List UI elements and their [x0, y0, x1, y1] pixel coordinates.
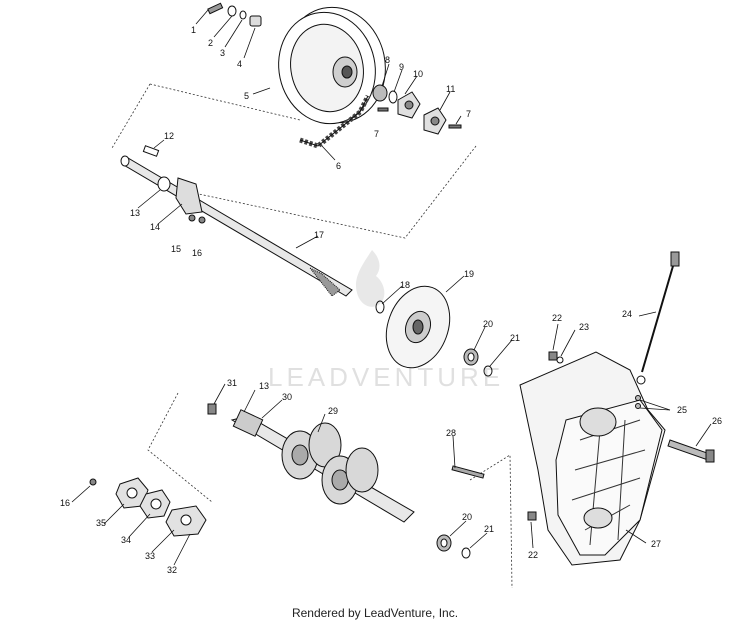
sprocket-left — [281, 422, 342, 480]
dipstick-24 — [636, 251, 680, 385]
callout-19: 19 — [464, 269, 474, 279]
callout-13-top: 13 — [130, 208, 140, 218]
callout-17: 17 — [314, 230, 324, 240]
callout-33: 33 — [145, 551, 155, 561]
washer-3 — [239, 10, 247, 20]
callout-15: 15 — [171, 244, 181, 254]
callout-24: 24 — [622, 309, 632, 319]
bolt-28 — [451, 465, 485, 479]
callout-5: 5 — [244, 91, 249, 101]
nut-16 — [198, 216, 206, 224]
bearing-20-21-top — [463, 348, 493, 377]
nut-22b — [527, 511, 537, 521]
callout-16-bottom: 16 — [60, 498, 70, 508]
callout-22-top: 22 — [552, 313, 562, 323]
callout-31: 31 — [227, 378, 237, 388]
key-12 — [142, 145, 160, 157]
callout-7-right: 7 — [466, 109, 471, 119]
lower-left-boundary — [147, 392, 213, 503]
chaincase-housing-27 — [519, 351, 666, 566]
callout-11: 11 — [446, 84, 455, 94]
callout-1: 1 — [191, 25, 196, 35]
callout-23: 23 — [579, 322, 589, 332]
drain-plug-22a — [548, 351, 558, 361]
callout-6: 6 — [336, 161, 341, 171]
washer-23 — [556, 356, 564, 364]
seal-9 — [388, 90, 398, 104]
pulley-bore — [341, 65, 353, 79]
shaft-bearing-14 — [157, 176, 206, 224]
callout-26: 26 — [712, 416, 722, 426]
nut-16-lower — [89, 478, 97, 486]
callout-28: 28 — [446, 428, 456, 438]
upper-boundary-3 — [179, 145, 477, 239]
jackshaft-assembly-29-30 — [207, 403, 415, 523]
bolt-31 — [207, 403, 217, 415]
footer-credit: Rendered by LeadVenture, Inc. — [291, 606, 459, 620]
bolt-1 — [207, 2, 224, 15]
callout-20-bottom: 20 — [462, 512, 472, 522]
nut-15 — [188, 214, 196, 222]
callout-30: 30 — [282, 392, 292, 402]
watermark-flame-icon — [355, 250, 385, 307]
callout-16-top: 16 — [192, 248, 202, 258]
callout-10: 10 — [413, 69, 423, 79]
callout-29: 29 — [328, 406, 338, 416]
watermark-text: LEADVENTURE — [268, 362, 504, 392]
lower-flanges-32-35 — [89, 477, 207, 537]
bearing-8 — [372, 84, 388, 102]
bolt-7b — [448, 124, 462, 129]
upper-boundary-2 — [149, 83, 301, 121]
drive-chain — [299, 94, 371, 149]
callout-32: 32 — [167, 565, 177, 575]
drive-shaft-17 — [120, 145, 353, 297]
bearing-20-21-bottom — [436, 465, 485, 559]
spacer-4 — [249, 15, 262, 27]
callout-35: 35 — [96, 518, 106, 528]
callout-9: 9 — [399, 62, 404, 72]
callout-labels: 1 2 3 4 5 6 7 7 8 9 10 11 12 13 14 15 16… — [60, 25, 722, 575]
callout-2: 2 — [208, 38, 213, 48]
small-hardware-top — [207, 2, 462, 135]
callout-22-bottom: 22 — [528, 550, 538, 560]
callout-27: 27 — [651, 539, 661, 549]
callout-21-top: 21 — [510, 333, 520, 343]
callout-7-left: 7 — [374, 129, 379, 139]
callout-8: 8 — [385, 55, 390, 65]
callout-12: 12 — [164, 131, 174, 141]
leader-lines — [71, 9, 712, 566]
callout-34: 34 — [121, 535, 131, 545]
washer-2 — [227, 5, 237, 17]
watermark: LEADVENTURE — [268, 250, 504, 392]
brake-disc-19 — [375, 285, 451, 369]
upper-boundary — [111, 83, 151, 149]
callout-21-bottom: 21 — [484, 524, 494, 534]
oring-18 — [375, 300, 385, 314]
sprocket-right — [321, 447, 379, 505]
callout-20-top: 20 — [483, 319, 493, 329]
callout-25: 25 — [677, 405, 687, 415]
callout-3: 3 — [220, 48, 225, 58]
callout-13-bottom: 13 — [259, 381, 269, 391]
callout-18: 18 — [400, 280, 410, 290]
pulley-face — [290, 23, 364, 113]
callout-4: 4 — [237, 59, 242, 69]
driven-pulley — [278, 6, 386, 125]
bolts-25-26 — [635, 395, 715, 463]
assembly-boundary-lines — [111, 83, 513, 589]
callout-14: 14 — [150, 222, 160, 232]
bolt-7a — [377, 107, 389, 112]
